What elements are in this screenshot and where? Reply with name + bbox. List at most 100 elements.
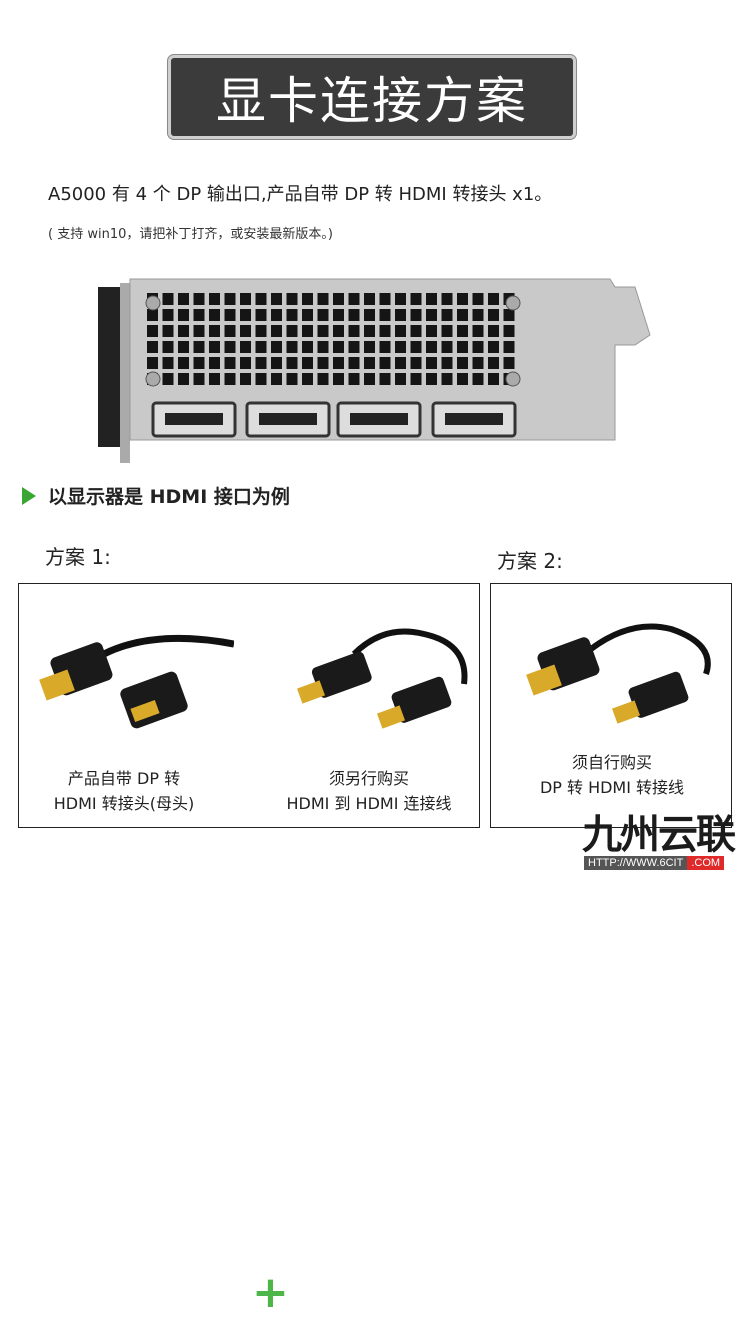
watermark-logo: 九州云联 HTTP://WWW.6CIT .COM — [582, 812, 736, 870]
vent-hole — [209, 309, 220, 321]
vent-hole — [472, 341, 484, 353]
vent-hole — [209, 293, 220, 305]
vent-hole — [333, 325, 344, 337]
vent-hole — [426, 309, 437, 321]
vent-hole — [302, 325, 313, 337]
vent-hole — [271, 293, 282, 305]
vent-hole — [379, 309, 391, 321]
vent-hole — [457, 293, 468, 305]
vent-hole — [178, 341, 189, 353]
vent-hole — [224, 357, 236, 369]
vent-hole — [488, 309, 499, 321]
vent-hole — [348, 341, 360, 353]
vent-hole — [147, 325, 158, 337]
vent-hole — [224, 293, 236, 305]
example-heading-text: 以显示器是 HDMI 接口为例 — [48, 486, 290, 508]
vent-hole — [193, 325, 205, 337]
vent-hole — [193, 309, 205, 321]
dp-to-hdmi-cable-image — [526, 623, 711, 724]
vent-hole — [441, 309, 453, 321]
watermark-url: HTTP://WWW.6CIT — [584, 856, 688, 870]
vent-hole — [472, 357, 484, 369]
vent-hole — [255, 357, 267, 369]
vent-hole — [348, 293, 360, 305]
vent-hole — [302, 341, 313, 353]
vent-hole — [457, 373, 468, 385]
vent-hole — [302, 309, 313, 321]
vent-hole — [240, 309, 251, 321]
vent-hole — [162, 357, 174, 369]
vent-hole — [348, 373, 360, 385]
vent-hole — [193, 293, 205, 305]
vent-hole — [193, 373, 205, 385]
vent-hole — [488, 325, 499, 337]
vent-hole — [364, 341, 375, 353]
vent-hole — [317, 309, 329, 321]
caption-line: HDMI 转接头(母头) — [53, 794, 195, 813]
vent-hole — [147, 357, 158, 369]
vent-hole — [255, 341, 267, 353]
triangle-bullet-icon — [22, 486, 36, 505]
vent-hole — [472, 325, 484, 337]
vent-hole — [426, 325, 437, 337]
plan-1-label: 方案 1: — [45, 545, 111, 569]
vent-hole — [410, 309, 422, 321]
vent-hole — [410, 373, 422, 385]
vent-hole — [395, 293, 406, 305]
vent-hole — [162, 341, 174, 353]
vent-hole — [488, 373, 499, 385]
vent-hole — [209, 341, 220, 353]
vent-hole — [209, 325, 220, 337]
page-title: 显卡连接方案 — [168, 55, 576, 139]
vent-hole — [364, 293, 375, 305]
vent-hole — [178, 373, 189, 385]
vent-hole — [224, 309, 236, 321]
vent-hole — [333, 341, 344, 353]
vent-hole — [364, 357, 375, 369]
vent-hole — [271, 357, 282, 369]
caption-line: DP 转 HDMI 转接线 — [539, 778, 685, 797]
vent-hole — [178, 309, 189, 321]
vent-hole — [178, 293, 189, 305]
port-slot — [259, 413, 317, 425]
vent-hole — [162, 309, 174, 321]
watermark-name: 九州云联 — [582, 812, 736, 858]
vent-hole — [333, 357, 344, 369]
vent-hole — [209, 357, 220, 369]
vent-hole — [441, 373, 453, 385]
vent-hole — [271, 373, 282, 385]
vent-hole — [286, 309, 298, 321]
vent-hole — [441, 357, 453, 369]
vent-hole — [193, 341, 205, 353]
vent-hole — [503, 357, 515, 369]
vent-hole — [286, 341, 298, 353]
vent-hole — [224, 373, 236, 385]
vent-hole — [364, 325, 375, 337]
vent-hole — [426, 373, 437, 385]
vent-hole — [286, 373, 298, 385]
vent-hole — [441, 325, 453, 337]
vent-hole — [240, 293, 251, 305]
vent-hole — [410, 341, 422, 353]
vent-hole — [271, 341, 282, 353]
vent-hole — [410, 325, 422, 337]
vent-hole — [286, 357, 298, 369]
vent-hole — [162, 373, 174, 385]
vent-hole — [333, 373, 344, 385]
vent-hole — [271, 309, 282, 321]
vent-hole — [364, 309, 375, 321]
vent-hole — [503, 309, 515, 321]
vent-hole — [255, 373, 267, 385]
hdmi-cable-image — [296, 628, 468, 729]
vent-hole — [240, 373, 251, 385]
vent-hole — [348, 357, 360, 369]
vent-hole — [379, 373, 391, 385]
vent-hole — [240, 341, 251, 353]
vent-hole — [348, 309, 360, 321]
vent-hole — [178, 325, 189, 337]
vent-hole — [286, 325, 298, 337]
vent-hole — [147, 309, 158, 321]
vent-hole — [395, 373, 406, 385]
plan-2-item-1-caption: 须自行购买 DP 转 HDMI 转接线 — [501, 750, 723, 800]
vent-hole — [395, 357, 406, 369]
